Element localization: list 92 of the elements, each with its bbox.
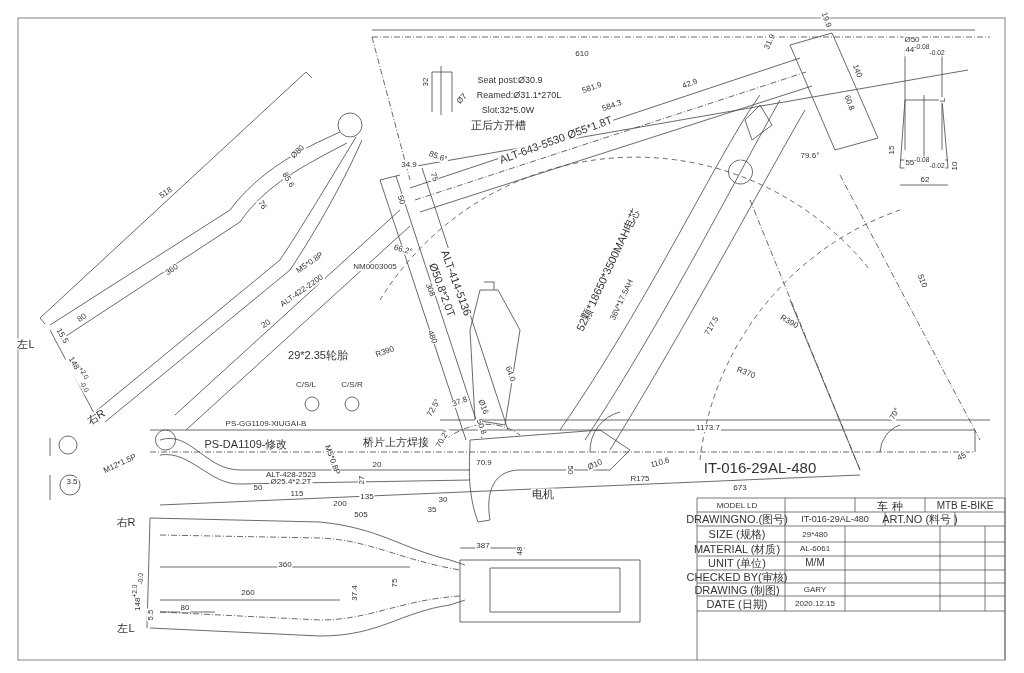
dimension-label: 80 (179, 604, 191, 612)
dimension-label: 140 (850, 62, 864, 80)
dimension-label: 260 (240, 589, 256, 597)
dimension-label: 360 (277, 561, 293, 569)
dimension-label: 85.6° (426, 149, 450, 165)
note-text: C/S/L (295, 381, 317, 389)
dimension-label: 360 (163, 262, 181, 278)
dimension-label: 20 (371, 461, 383, 469)
table-cell: DATE (日期) (705, 598, 769, 610)
dimension-label: 79.6° (799, 152, 821, 160)
dimension-label: 50 (252, 484, 264, 492)
dimension-label: 610 (574, 50, 590, 58)
dimension-label: R175 (629, 475, 651, 483)
table-cell: MATERIAL (材质) (692, 543, 782, 555)
table-cell: 车 种 (876, 500, 904, 512)
dimension-label: 60.8 (842, 93, 856, 113)
table-cell: UNIT (单位) (707, 557, 767, 569)
table-cell: AL-6061 (798, 545, 832, 553)
dimension-label: 42.9 (680, 77, 700, 91)
dimension-label: Ø50 (903, 36, 921, 44)
dimension-label: 48 (516, 545, 524, 557)
table-cell: IT-016-29AL-480 (800, 514, 870, 524)
dimension-label: 135 (359, 493, 375, 501)
dimension-label: 387 (475, 542, 491, 550)
dimension-label: Ø10 (585, 457, 605, 473)
table-cell: MODEL LD (715, 502, 759, 510)
dimension-label: 80 (75, 311, 89, 325)
dimension-label: 115 (289, 490, 305, 498)
table-cell: M/M (804, 558, 826, 568)
dimension-label: 50 (566, 464, 574, 476)
dimension-label: 66.2° (391, 243, 415, 257)
dimension-label: 27 (358, 474, 366, 486)
table-cell: DRAWING (制图) (693, 584, 781, 596)
dimension-label: R370 (734, 365, 758, 381)
dimension-label: 35 (426, 506, 438, 514)
dimension-label: 20 (259, 317, 273, 331)
dimension-label: 581.9 (580, 80, 604, 96)
note-text: Seat post:Ø30.9 (476, 75, 544, 85)
dimension-label: 34.9 (400, 161, 418, 169)
note-text: 29*2.35轮胎 (287, 349, 349, 361)
dimension-label: 480 (425, 328, 439, 346)
dimension-label: 32 (422, 76, 430, 88)
note-text: Reamed:Ø31.1*270L (475, 90, 563, 100)
dimension-label: 510 (915, 272, 929, 290)
dimension-label: 75 (428, 170, 440, 184)
note-text: 右R (115, 516, 137, 528)
note-text: 左L (16, 338, 36, 350)
dimension-label: 31.9 (762, 32, 778, 52)
dimension-label: 62 (919, 176, 931, 184)
dimension-label: 37.4 (351, 584, 359, 602)
dimension-label: 19.9 (819, 10, 833, 30)
dimension-label: 584.3 (600, 98, 624, 114)
table-cell: ART.NO (料号 ) (881, 513, 959, 525)
dimension-label: 110.6 (648, 456, 672, 470)
dimension-label: L (939, 96, 947, 104)
part-number: Ø25.4*2.2T (269, 478, 313, 486)
dimension-label: Ø16 (476, 397, 490, 417)
note-text: 左L (116, 622, 136, 634)
dimension-label: 200 (332, 500, 348, 508)
table-cell: GARY (802, 586, 828, 594)
dimension-label: 75 (391, 577, 399, 589)
dimension-label: 518 (157, 185, 175, 201)
dimension-label: 505 (353, 511, 369, 519)
table-cell: CHECKED BY(审核) (685, 571, 789, 583)
table-cell: DRAWINGNO.(图号) (685, 513, 789, 525)
dimension-label: 10 (951, 160, 959, 172)
dimension-label: 37.8 (450, 395, 470, 409)
dimension-label: 1173.7 (695, 424, 721, 432)
table-cell: 2020.12.15 (794, 600, 836, 608)
dimension-label: 76 (255, 198, 269, 212)
dimension-label: 50 (395, 193, 407, 207)
dimension-label: 5.5 (147, 608, 155, 622)
dimension-label: 673 (732, 484, 748, 492)
dimension-label: 15 (888, 144, 896, 156)
part-number: PS-DA1109-修改 (203, 438, 289, 450)
part-number: NM0003005 (352, 263, 398, 271)
table-cell: SIZE (规格) (707, 528, 767, 540)
dimension-label: 30 (437, 496, 449, 504)
note-text: C/S/R (340, 381, 364, 389)
part-number: PS-GG1109-XIUGAI-B (224, 420, 308, 428)
note-text: Slot:32*5.0W (480, 105, 536, 115)
table-cell: MTB E-BIKE (935, 501, 995, 511)
note-text: 右R (84, 407, 108, 427)
note-text: 桥片上方焊接 (362, 436, 430, 448)
dimension-label: 70.9 (475, 459, 493, 467)
dimension-label: 64.0 (503, 364, 517, 384)
dimension-label: R390 (373, 344, 397, 360)
dimension-label: 3.5 (65, 478, 79, 486)
table-cell: 29*480 (801, 531, 829, 539)
note-text: 正后方开槽 (469, 119, 527, 131)
dimension-label: 45 (955, 451, 969, 463)
note-text: 电机 (531, 488, 555, 500)
